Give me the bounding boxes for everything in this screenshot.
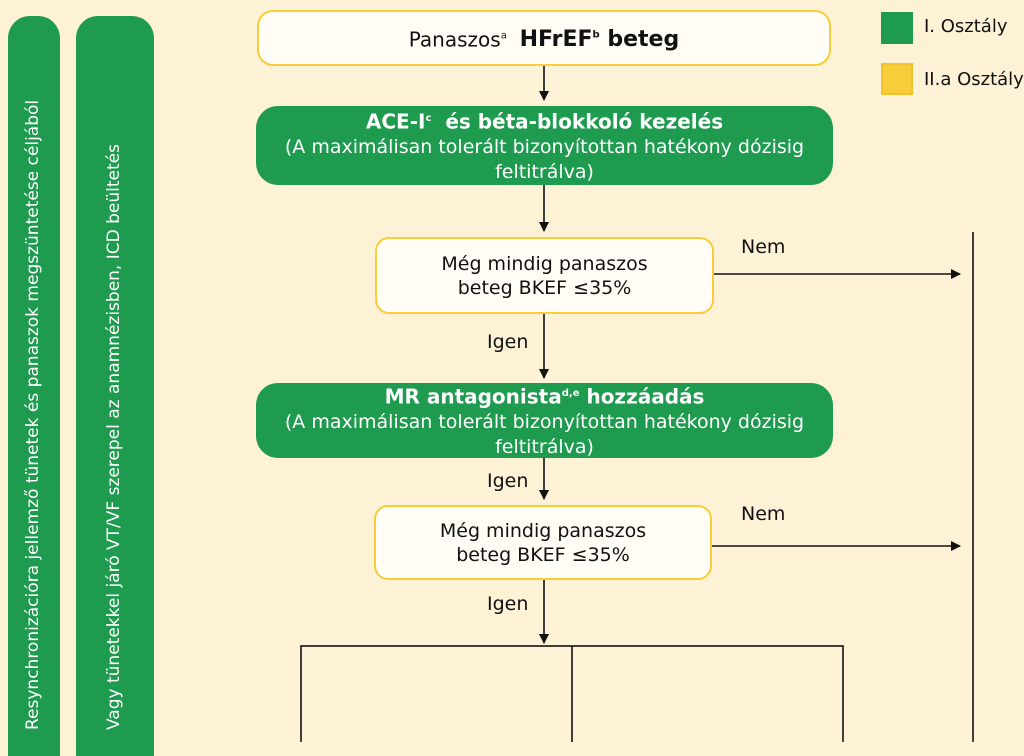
start-prefix-sup: a: [500, 30, 507, 42]
ace-main-rest: és béta-blokkoló kezelés: [445, 109, 724, 134]
side-bar-1: Resynchronizációra jellemző tünetek és p…: [8, 16, 60, 756]
legend-label-class2a: II.a Osztály: [924, 69, 1024, 90]
node-ace-beta: ACE-Ic és béta-blokkoló kezelés (A maxim…: [256, 106, 833, 185]
mra-main-rest: hozzáadás: [586, 384, 705, 409]
check2-line2: beteg BKEF ≤35%: [456, 543, 630, 566]
check1-line1: Még mindig panaszos: [441, 252, 648, 275]
legend-swatch-class2a: [881, 63, 913, 95]
node-check2: Még mindig panaszos beteg BKEF ≤35%: [374, 505, 712, 580]
mra-main: MR antagonista: [384, 384, 562, 409]
label-igen-mra: Igen: [487, 470, 529, 492]
check2-line1: Még mindig panaszos: [439, 519, 647, 542]
node-ace-title: ACE-Ic és béta-blokkoló kezelés: [366, 106, 723, 135]
start-suffix: beteg: [607, 27, 680, 53]
mra-main-sup: d,e: [561, 388, 580, 400]
node-check1: Még mindig panaszos beteg BKEF ≤35%: [375, 237, 714, 314]
node-start-text: Panaszosa HFrEFb beteg: [409, 24, 679, 52]
node-mra-title: MR antagonistad,e hozzáadás: [385, 381, 705, 410]
ace-main: ACE-I: [365, 109, 426, 134]
node-ace-sub: (A maximálisan tolerált bizonyítottan ha…: [284, 135, 805, 183]
node-start: Panaszosa HFrEFb beteg: [257, 10, 831, 66]
label-igen-2: Igen: [487, 593, 529, 615]
legend-label-class1: I. Osztály: [924, 16, 1008, 37]
label-igen-1: Igen: [487, 331, 529, 353]
ace-main-sup: c: [425, 113, 432, 125]
node-mra: MR antagonistad,e hozzáadás (A maximális…: [256, 383, 833, 458]
label-nem-1: Nem: [741, 236, 786, 258]
legend-swatch-class1: [881, 12, 913, 44]
check1-line2: beteg BKEF ≤35%: [457, 276, 632, 299]
side-bar-2: Vagy tünetekkel járó VT/VF szerepel az a…: [76, 16, 154, 756]
label-nem-2: Nem: [741, 503, 786, 525]
start-prefix: Panaszos: [408, 27, 501, 52]
node-mra-sub: (A maximálisan tolerált bizonyítottan ha…: [284, 410, 805, 458]
start-main-sup: b: [592, 29, 600, 41]
start-main: HFrEF: [519, 27, 593, 53]
